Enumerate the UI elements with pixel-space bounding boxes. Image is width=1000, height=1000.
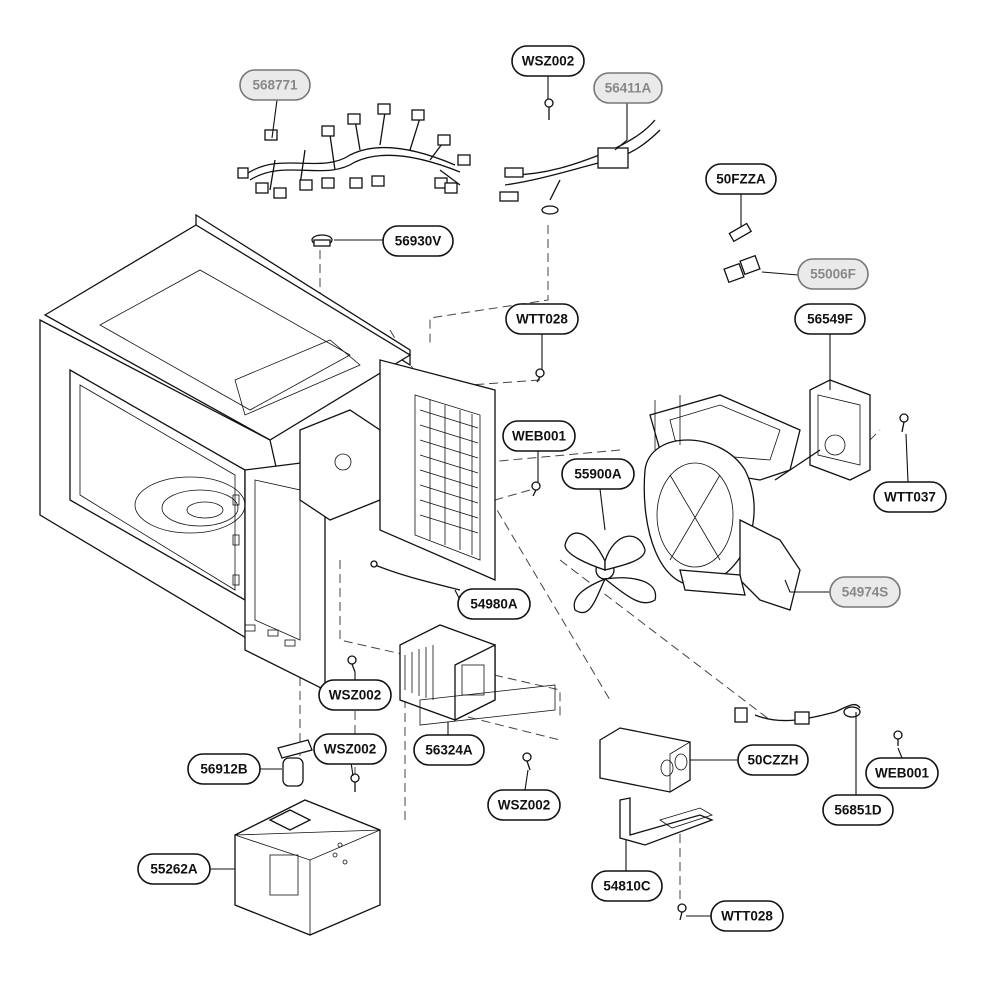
part-number-55900a: 55900A — [574, 467, 622, 482]
part-number-54810c: 54810C — [603, 879, 651, 894]
part-number-wtt037: WTT037 — [884, 490, 936, 505]
thermal-cutout-drawing — [499, 98, 661, 215]
callout-55262a: 55262A — [137, 853, 211, 885]
callout-wtt037: WTT037 — [873, 481, 947, 513]
screw-icon — [899, 413, 909, 433]
callout-55006f: 55006F — [797, 258, 869, 290]
part-number-wtt028-c: WTT028 — [721, 909, 773, 924]
capacitor-drawing — [599, 727, 691, 793]
screw-icon — [350, 773, 360, 792]
part-number-56549f: 56549F — [807, 312, 853, 327]
part-number-56930v: 56930V — [395, 234, 442, 249]
fan-duct-drawing — [643, 394, 801, 611]
callout-54980a: 54980A — [457, 588, 531, 620]
part-number-56411a: 56411A — [605, 81, 652, 96]
callout-wtt028-a: WTT028 — [505, 303, 579, 335]
callout-56549f: 56549F — [794, 303, 866, 335]
part-number-wtt028-a: WTT028 — [516, 312, 568, 327]
callout-56930v: 56930V — [382, 225, 454, 257]
part-number-56851d: 56851D — [834, 803, 882, 818]
callout-web001-a: WEB001 — [502, 420, 576, 452]
part-number-50fzza: 50FZZA — [716, 172, 766, 187]
part-number-wsz002-b: WSZ002 — [329, 688, 382, 703]
callout-54974s: 54974S — [829, 576, 901, 608]
screw-icon — [677, 903, 687, 921]
part-number-50czzh: 50CZZH — [747, 753, 798, 768]
part-number-web001-a: WEB001 — [512, 429, 567, 444]
callout-web001-b: WEB001 — [865, 757, 939, 789]
screw-icon — [893, 730, 903, 746]
part-number-callouts: 568771 WSZ002 56411A 56930V 50FZZA 55006… — [137, 45, 947, 932]
part-number-56324a: 56324A — [425, 743, 473, 758]
thermostat-drawing — [311, 234, 333, 247]
oven-cavity-drawing — [39, 213, 496, 692]
callout-55900a: 55900A — [561, 458, 635, 490]
screw-icon — [535, 368, 545, 383]
callout-wsz002-d: WSZ002 — [487, 789, 561, 821]
vent-grille — [419, 400, 479, 555]
callout-50fzza: 50FZZA — [705, 163, 777, 195]
callout-wsz002-b: WSZ002 — [318, 679, 392, 711]
screw-icon — [531, 481, 541, 497]
leader-lines — [208, 75, 909, 917]
fuse-drawing — [723, 222, 761, 284]
callout-56324a: 56324A — [413, 734, 485, 766]
callout-wtt028-c: WTT028 — [710, 900, 784, 932]
callout-wsz002-top: WSZ002 — [511, 45, 585, 77]
part-number-56912b: 56912B — [200, 762, 248, 777]
screw-icon — [522, 752, 532, 771]
part-number-web001-b: WEB001 — [875, 766, 930, 781]
part-number-54974s: 54974S — [842, 585, 889, 600]
callout-wsz002-c: WSZ002 — [313, 733, 387, 765]
part-number-55262a: 55262A — [150, 862, 198, 877]
callout-56411a: 56411A — [593, 72, 663, 104]
fan-blade-drawing — [564, 532, 657, 614]
lamp-drawing — [277, 739, 313, 787]
part-number-55006f: 55006F — [810, 267, 856, 282]
callout-50czzh: 50CZZH — [737, 744, 809, 776]
callout-56912b: 56912B — [187, 753, 261, 785]
part-number-wsz002-top: WSZ002 — [522, 54, 575, 69]
transformer-drawing — [234, 799, 381, 936]
magnetron-drawing — [399, 624, 556, 726]
wire-harness-drawing — [237, 103, 471, 199]
callout-568771: 568771 — [239, 69, 311, 101]
part-number-wsz002-d: WSZ002 — [498, 798, 551, 813]
callout-54810c: 54810C — [591, 870, 663, 902]
part-number-54980a: 54980A — [470, 597, 518, 612]
part-number-568771: 568771 — [252, 78, 298, 93]
screws — [347, 368, 909, 921]
bracket-drawing — [619, 797, 714, 846]
part-number-wsz002-c: WSZ002 — [324, 742, 377, 757]
callout-56851d: 56851D — [822, 794, 894, 826]
screw-icon — [347, 655, 357, 673]
